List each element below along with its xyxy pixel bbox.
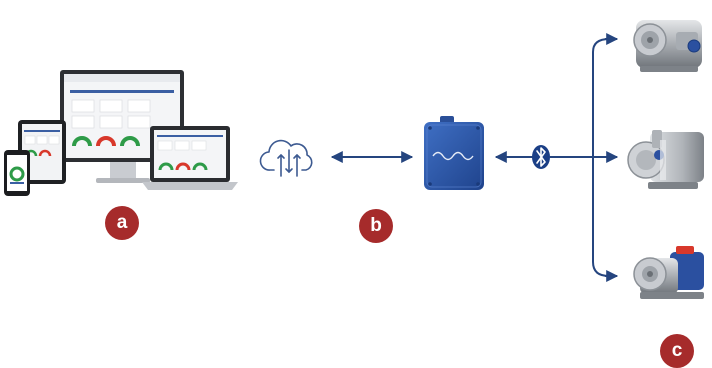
- gateway-device: [424, 116, 484, 190]
- cloud-transfer-icon: [259, 139, 313, 177]
- pump-rotary-lobe: [633, 20, 702, 72]
- pump-lobe-blue: [633, 246, 704, 299]
- badge-a: a: [105, 206, 139, 240]
- laptop: [142, 126, 238, 190]
- brand-logo-mark: [432, 151, 474, 161]
- smartphone: [4, 150, 30, 196]
- devices-illustration: [4, 70, 238, 196]
- badge-c: c: [660, 334, 694, 368]
- badge-b: b: [359, 209, 393, 243]
- bluetooth-icon: [532, 145, 550, 169]
- pump-centrifugal: [627, 130, 704, 189]
